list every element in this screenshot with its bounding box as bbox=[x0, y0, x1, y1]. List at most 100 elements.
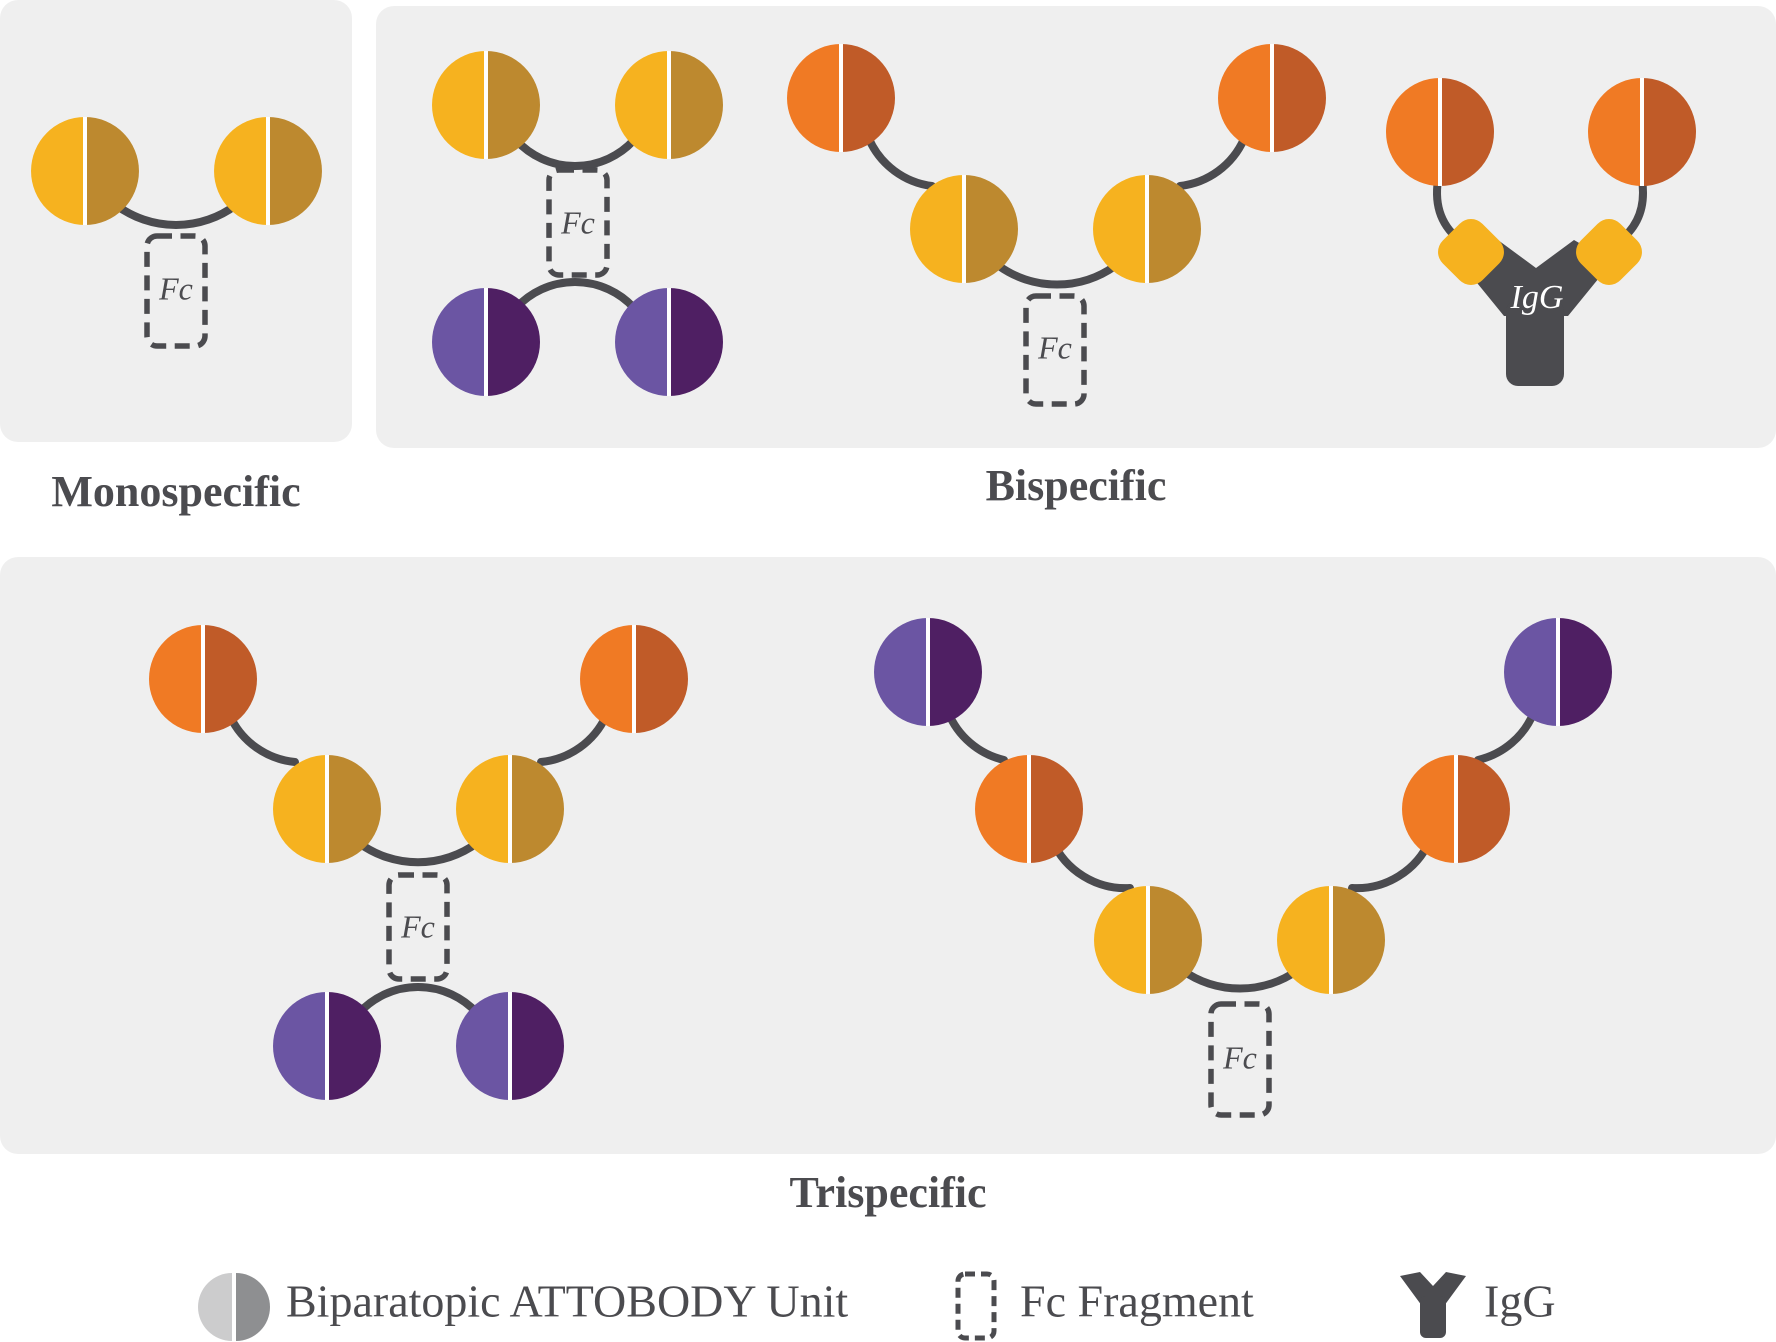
unit-left-half bbox=[149, 625, 203, 733]
unit-left-half bbox=[456, 992, 510, 1100]
unit-right-half bbox=[1272, 44, 1326, 152]
fc-fragment: Fc bbox=[546, 167, 610, 278]
fc-fragment: Fc bbox=[386, 872, 450, 982]
biparatopic-unit bbox=[1402, 755, 1510, 863]
dashed-box-icon bbox=[955, 1271, 997, 1341]
unit-left-half bbox=[1277, 886, 1331, 994]
unit-left-half bbox=[975, 755, 1029, 863]
biparatopic-unit bbox=[456, 755, 564, 863]
igg-hinge-right bbox=[1576, 219, 1642, 285]
unit-left-half bbox=[456, 755, 510, 863]
legend-igg-label: IgG bbox=[1484, 1276, 1556, 1327]
unit-left-half bbox=[273, 755, 327, 863]
unit-right-half bbox=[841, 44, 895, 152]
unit-right-half bbox=[85, 117, 139, 225]
unit-right-half bbox=[510, 755, 564, 863]
unit-right-half bbox=[928, 618, 982, 726]
unit-left-half bbox=[1093, 175, 1147, 283]
connector-links bbox=[112, 135, 1647, 1017]
link bbox=[865, 135, 936, 190]
link bbox=[1176, 135, 1248, 190]
antibody-y-icon bbox=[1400, 1272, 1466, 1338]
legend: Biparatopic ATTOBODY Unit Fc Fragment Ig… bbox=[198, 1271, 1556, 1341]
biparatopic-unit bbox=[149, 625, 257, 733]
link bbox=[1178, 966, 1302, 993]
unit-left-half bbox=[615, 51, 669, 159]
biparatopic-unit bbox=[787, 44, 895, 152]
biparatopic-unit bbox=[273, 992, 381, 1100]
link bbox=[512, 136, 638, 170]
fc-label: Fc bbox=[1037, 329, 1072, 365]
unit-left-half bbox=[874, 618, 928, 726]
fc-fragment: Fc bbox=[1208, 1001, 1272, 1118]
unit-left-half bbox=[1402, 755, 1456, 863]
unit-left-half bbox=[1588, 78, 1642, 186]
unit-left-half bbox=[31, 117, 85, 225]
unit-right-half bbox=[327, 992, 381, 1100]
fc-label: Fc bbox=[560, 204, 595, 240]
biparatopic-unit bbox=[456, 992, 564, 1100]
unit-left-half bbox=[910, 175, 964, 283]
unit-right-half bbox=[1456, 755, 1510, 863]
unit-right-half bbox=[1148, 886, 1202, 994]
igg-hinge-left bbox=[1438, 219, 1504, 285]
biparatopic-unit bbox=[31, 117, 139, 225]
link bbox=[1474, 708, 1538, 764]
unit-right-half bbox=[327, 755, 381, 863]
biparatopic-unit bbox=[615, 51, 723, 159]
unit-right-half bbox=[203, 625, 257, 733]
igg-label: IgG bbox=[1510, 279, 1564, 316]
unit-right-half bbox=[1558, 618, 1612, 726]
biparatopic-unit bbox=[1218, 44, 1326, 152]
link bbox=[112, 201, 240, 229]
unit-right-half bbox=[1331, 886, 1385, 994]
biparatopic-unit bbox=[1277, 886, 1385, 994]
unit-right-half bbox=[1147, 175, 1201, 283]
igg-stem bbox=[1506, 300, 1564, 386]
biparatopic-units bbox=[31, 44, 1696, 1100]
unit-right-half bbox=[1440, 78, 1494, 186]
unit-right-half bbox=[486, 288, 540, 396]
legend-unit-label: Biparatopic ATTOBODY Unit bbox=[286, 1276, 848, 1327]
unit-right-half bbox=[964, 175, 1018, 283]
biparatopic-unit bbox=[975, 755, 1083, 863]
link bbox=[995, 262, 1119, 289]
unit-right-half bbox=[1642, 78, 1696, 186]
trispecific-panel bbox=[0, 557, 1776, 1154]
biparatopic-unit bbox=[874, 618, 982, 726]
fc-label: Fc bbox=[1222, 1039, 1257, 1075]
link bbox=[355, 839, 481, 867]
unit-left-half bbox=[787, 44, 841, 152]
biparatopic-unit bbox=[1094, 886, 1202, 994]
fc-fragment: Fc bbox=[144, 233, 208, 349]
unit-left-half bbox=[1218, 44, 1272, 152]
unit-left-half bbox=[432, 288, 486, 396]
unit-right-half bbox=[510, 992, 564, 1100]
igg-antibody: IgG bbox=[1438, 219, 1642, 386]
unit-right-half bbox=[634, 625, 688, 733]
biparatopic-unit bbox=[1504, 618, 1612, 726]
link bbox=[226, 712, 299, 766]
unit-left-half bbox=[432, 51, 486, 159]
biparatopic-unit bbox=[214, 117, 322, 225]
trispecific-heading: Trispecific bbox=[789, 1168, 986, 1217]
biparatopic-unit bbox=[1386, 78, 1494, 186]
fc-fragment: Fc bbox=[1023, 293, 1087, 407]
fc-label: Fc bbox=[158, 270, 193, 306]
monospecific-heading: Monospecific bbox=[51, 467, 300, 516]
biparatopic-unit bbox=[432, 51, 540, 159]
biparatopic-unit bbox=[1588, 78, 1696, 186]
unit-left-half bbox=[615, 288, 669, 396]
unit-right-half bbox=[486, 51, 540, 159]
unit-left-half bbox=[1504, 618, 1558, 726]
unit-left-half bbox=[214, 117, 268, 225]
link bbox=[512, 278, 638, 312]
legend-fc-label: Fc Fragment bbox=[1020, 1276, 1254, 1327]
biparatopic-unit bbox=[580, 625, 688, 733]
unit-right-half bbox=[669, 288, 723, 396]
unit-left-half bbox=[580, 625, 634, 733]
bispecific-heading: Bispecific bbox=[986, 461, 1167, 510]
link bbox=[537, 712, 610, 766]
unit-left-half bbox=[1386, 78, 1440, 186]
